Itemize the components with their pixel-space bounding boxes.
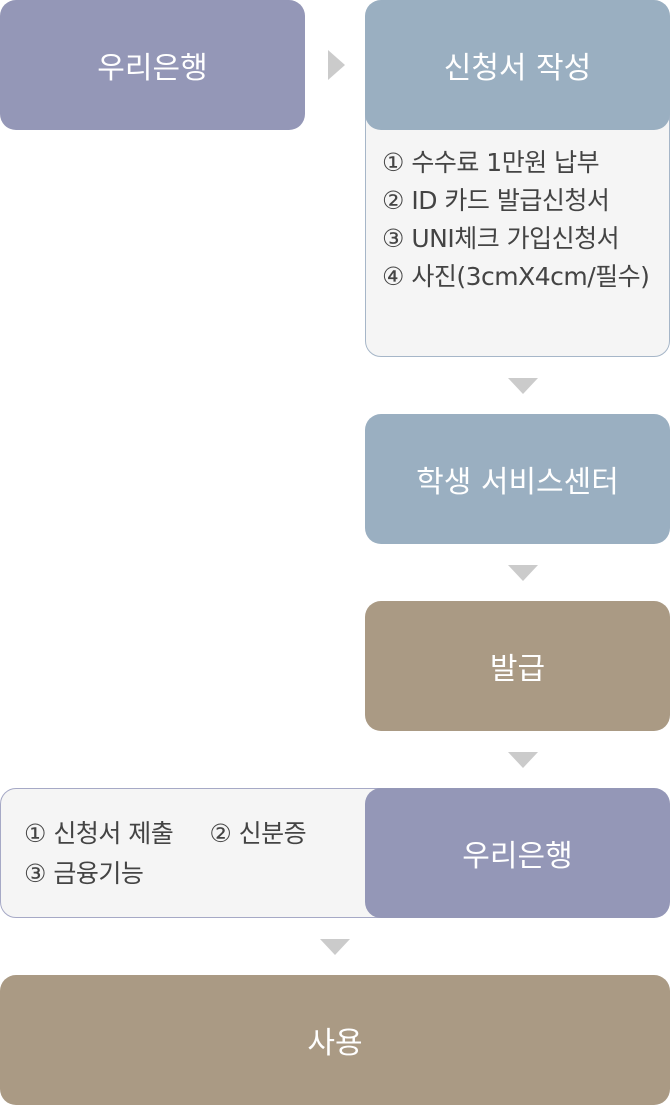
bank-items-list: ① 신청서 제출 ② 신분증 ③ 금융기능: [24, 814, 307, 894]
service-center-label: 학생 서비스센터: [416, 465, 619, 500]
bank-end-box: 우리은행: [365, 788, 670, 918]
application-items-panel: [365, 100, 670, 357]
arrow-down-icon: [320, 939, 350, 955]
application-item: ① 수수료 1만원 납부: [382, 148, 600, 177]
application-item: ② ID 카드 발급신청서: [382, 186, 610, 215]
application-item: ④ 사진(3cmX4cm/필수): [382, 262, 650, 291]
application-box: 신청서 작성: [365, 0, 670, 130]
issue-label: 발급: [489, 652, 546, 687]
bank-start-label: 우리은행: [97, 51, 208, 86]
bank-items-panel: [0, 788, 400, 918]
service-center-box: 학생 서비스센터: [365, 414, 670, 544]
bank-end-label: 우리은행: [462, 839, 573, 874]
use-label: 사용: [307, 1026, 363, 1061]
arrow-down-icon: [508, 378, 538, 394]
bank-item: ② 신분증: [209, 819, 307, 848]
arrow-down-icon: [508, 752, 538, 768]
arrow-down-icon: [508, 565, 538, 581]
arrow-right-icon: [328, 50, 345, 80]
use-box: 사용: [0, 975, 670, 1105]
issue-box: 발급: [365, 601, 670, 731]
bank-item: ③ 금융기능: [24, 859, 144, 888]
application-label: 신청서 작성: [443, 51, 592, 86]
bank-start-box: 우리은행: [0, 0, 305, 130]
application-item: ③ UNI체크 가입신청서: [382, 224, 620, 253]
application-items-list: ① 수수료 1만원 납부 ② ID 카드 발급신청서 ③ UNI체크 가입신청서…: [382, 144, 650, 296]
bank-item: ① 신청서 제출: [24, 819, 174, 848]
